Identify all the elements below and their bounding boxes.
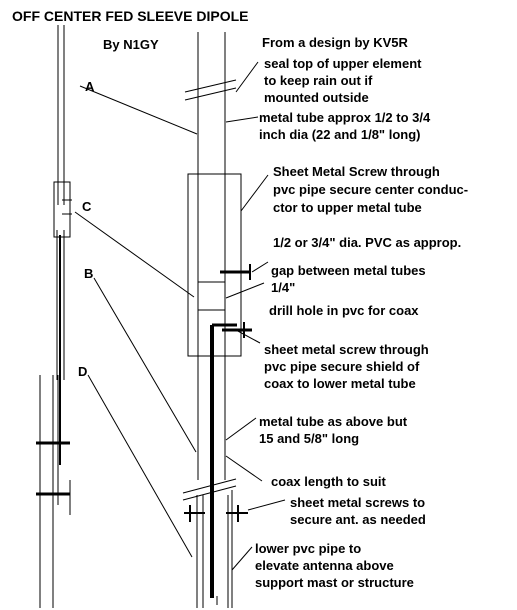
note-pvc: 1/2 or 3/4" dia. PVC as approp. <box>273 235 462 250</box>
note-lower-tube-line-2: 15 and 5/8" long <box>259 431 360 446</box>
callout-d: D <box>78 364 88 379</box>
leader-lines <box>74 61 286 571</box>
note-mast-line-1: lower pvc pipe to <box>255 541 362 556</box>
note-secure-line-1: sheet metal screws to <box>290 495 426 510</box>
note-screw-line-1: Sheet Metal Screw through <box>273 164 440 179</box>
note-gap-line-2: 1/4" <box>271 280 296 295</box>
note-mast-line-2: elevate antenna above <box>255 558 394 573</box>
callout-b: B <box>84 266 94 281</box>
design-credit: From a design by KV5R <box>262 35 408 50</box>
note-screw-line-2: pvc pipe secure center conduc- <box>273 182 469 197</box>
note-gap-line-1: gap between metal tubes <box>271 263 426 278</box>
note-tube-line-1: metal tube approx 1/2 to 3/4 <box>259 110 431 125</box>
note-coax: coax length to suit <box>271 474 386 489</box>
note-seal-line-2: to keep rain out if <box>264 73 373 88</box>
note-drill: drill hole in pvc for coax <box>269 303 419 318</box>
note-shield-line-3: coax to lower metal tube <box>264 376 416 391</box>
note-tube-line-2: inch dia (22 and 1/8" long) <box>259 127 421 142</box>
detail-drawing <box>182 32 252 608</box>
small-antenna-drawing <box>36 25 72 608</box>
note-seal-line-3: mounted outside <box>264 90 369 105</box>
diagram-title: OFF CENTER FED SLEEVE DIPOLE <box>12 8 249 24</box>
note-lower-tube-line-1: metal tube as above but <box>259 414 408 429</box>
callout-a: A <box>85 79 95 94</box>
note-shield-line-1: sheet metal screw through <box>264 342 429 357</box>
note-screw-line-3: ctor to upper metal tube <box>273 200 422 215</box>
note-seal-line-1: seal top of upper element <box>264 56 422 71</box>
note-secure-line-2: secure ant. as needed <box>290 512 426 527</box>
callout-c: C <box>82 199 92 214</box>
note-mast-line-3: support mast or structure <box>255 575 414 590</box>
author-credit: By N1GY <box>103 37 159 52</box>
note-shield-line-2: pvc pipe secure shield of <box>264 359 420 374</box>
